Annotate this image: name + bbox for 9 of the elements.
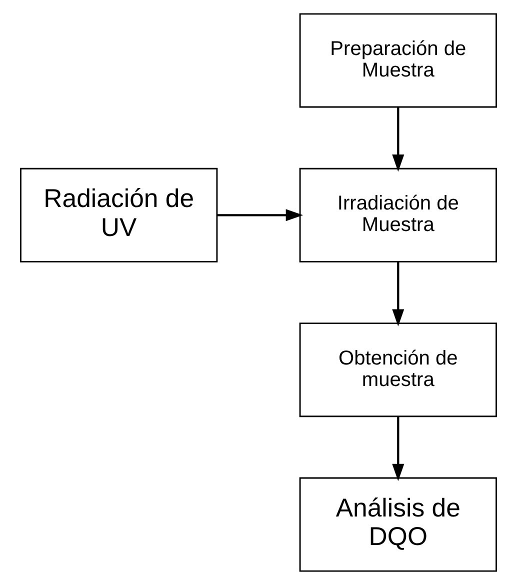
arrow <box>216 209 303 222</box>
node-box: Irradiación de Muestra <box>298 168 496 262</box>
node-box: Preparación de Muestra <box>298 13 496 108</box>
node-box: Análisis de DQO <box>298 477 496 572</box>
arrow <box>392 107 404 172</box>
arrow <box>392 416 404 482</box>
arrow <box>392 262 404 326</box>
node-box: Obtención de muestra <box>298 322 496 418</box>
node-box: Radiación de UV <box>20 168 218 262</box>
